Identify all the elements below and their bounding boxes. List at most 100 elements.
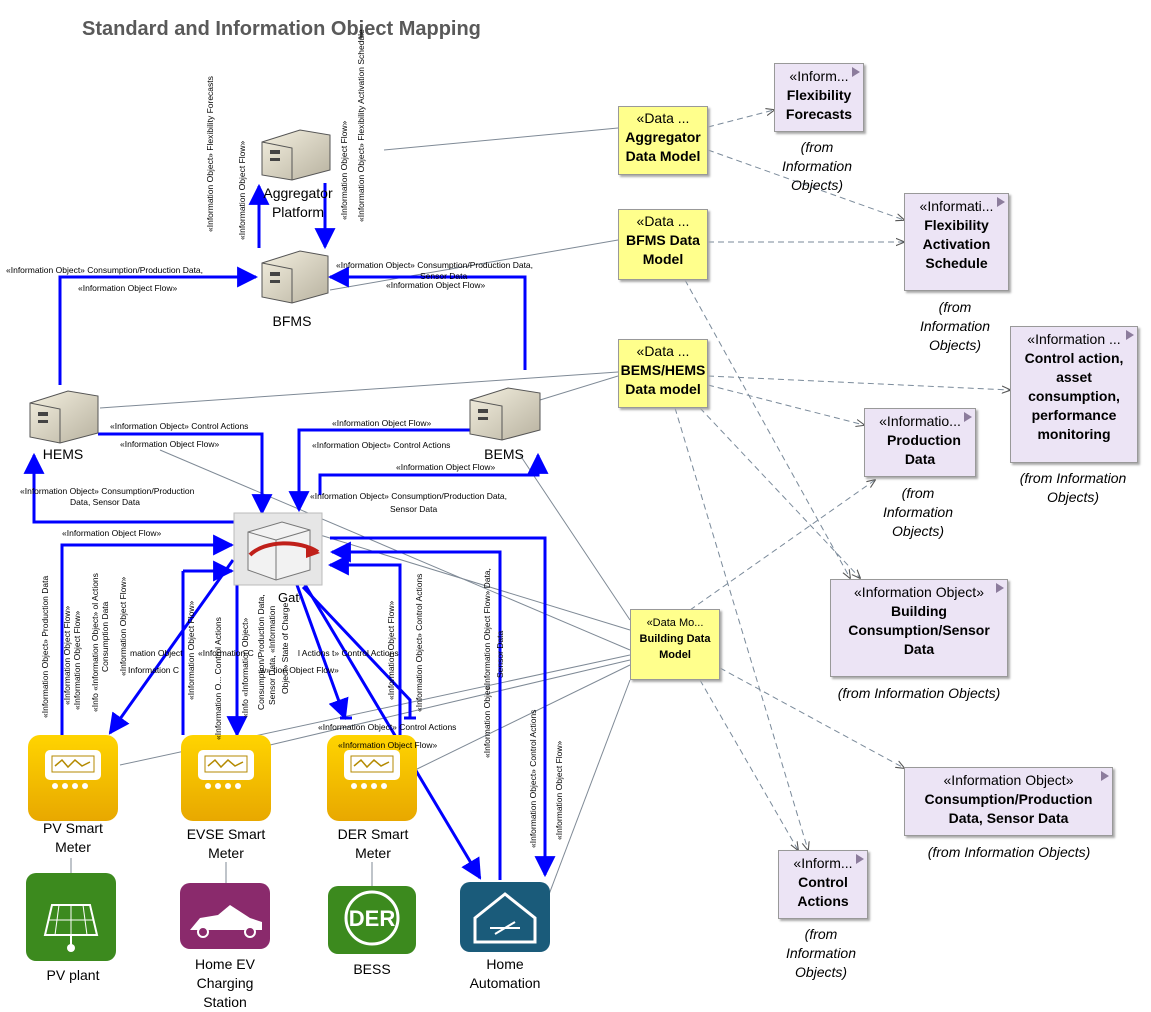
object-corner-icon	[856, 854, 864, 864]
from-label: (from Information Objects)	[781, 139, 853, 193]
flow-label: «Information Object Flow»	[120, 439, 220, 449]
flow-label: «Information Object Flow»	[72, 610, 82, 710]
from-label: (from Information Objects)	[837, 685, 1001, 701]
home-automation-label: Home Automation	[469, 956, 541, 991]
stereotype: «Data ...	[636, 213, 690, 229]
info-object-production-data[interactable]: «Informatio... Production Data	[864, 408, 976, 477]
bfms-data-model[interactable]: «Data ... BFMS Data Model	[618, 209, 708, 280]
from-label: (from Information Objects)	[927, 844, 1091, 860]
flow-label: Consumption Data	[100, 601, 110, 672]
dashed-links	[674, 110, 1010, 850]
der-meter-label: DER Smart Meter	[337, 826, 409, 861]
from-label: (from Information Objects)	[919, 299, 991, 353]
flow-label: w» tion Object Flow»	[260, 665, 339, 675]
flow-label: «Information Object» Control Actions	[318, 722, 457, 732]
flow-label: Data, Sensor Data	[70, 497, 140, 507]
info-object-consumption-production[interactable]: «Information Object» Consumption/Product…	[904, 767, 1113, 836]
object-corner-icon	[964, 412, 972, 422]
flow-label: «Information Object Flow»	[62, 605, 72, 705]
flow-label: «Information Object» Consumption/Product…	[20, 486, 195, 496]
hems-server-icon	[29, 390, 99, 444]
ev-station-icon	[180, 883, 270, 949]
object-name: Building Consumption/Sensor Data	[848, 603, 990, 657]
flow-label: Sensor Data, «Information	[267, 605, 277, 705]
evse-meter-label: EVSE Smart Meter	[186, 826, 266, 861]
bems-hems-data-model[interactable]: «Data ... BEMS/HEMS Data model	[618, 339, 708, 408]
info-object-building-consumption[interactable]: «Information Object» Building Consumptio…	[830, 579, 1008, 677]
flow-label: «Information Object» Control Actions	[528, 709, 538, 848]
object-name: Flexibility Forecasts	[785, 87, 853, 122]
flow-label: «Information Object Flow» Data,	[482, 568, 492, 690]
page-title: Standard and Information Object Mapping	[82, 18, 481, 40]
der-meter-icon	[327, 735, 417, 821]
object-corner-icon	[852, 67, 860, 77]
object-name: Flexibility Activation Schedule	[922, 217, 991, 271]
flow-label: «Information Object Flow»	[62, 528, 162, 538]
note-name: BFMS Data Model	[626, 232, 700, 267]
stereotype: «Data ...	[636, 110, 690, 126]
flow-label: «Information Object Flow»	[186, 600, 196, 700]
object-name: Control Actions	[797, 874, 849, 909]
flow-label: Sensor Data	[420, 271, 468, 281]
flow-label: «Information Object» Control Actions	[110, 421, 249, 431]
from-label: (from Information Objects)	[882, 485, 954, 539]
flow-label: «Information Object Flow»	[78, 283, 178, 293]
aggregator-data-model[interactable]: «Data ... Aggregator Data Model	[618, 106, 708, 175]
hems-label: HEMS	[42, 446, 84, 462]
bems-server-icon	[469, 387, 541, 441]
object-name: Production Data	[887, 432, 961, 467]
flow-label: Information C	[128, 665, 180, 675]
flow-label: «Information Object» Control Actions	[312, 440, 451, 450]
pv-plant-label: PV plant	[46, 967, 100, 983]
flow-label: «Information C	[198, 648, 254, 658]
flow-label: «Information Object» Flexibility Forecas…	[205, 76, 215, 232]
aggregator-server-icon	[261, 129, 331, 181]
note-name: Aggregator Data Model	[625, 129, 701, 164]
bfms-label: BFMS	[272, 313, 312, 329]
flow-label: «Information Object Flow»	[396, 462, 496, 472]
stereotype: «Data Mo...	[646, 617, 704, 629]
flow-label: «Information Object Flow»	[118, 576, 128, 676]
bess-icon: DER	[328, 886, 416, 954]
flow-label: Sensor Data	[390, 504, 438, 514]
note-name: BEMS/HEMS Data model	[620, 362, 706, 397]
object-corner-icon	[1101, 771, 1109, 781]
flow-label: «Information Object» Flexibility Activat…	[356, 29, 366, 222]
aggregator-label: Aggregator Platform	[263, 185, 333, 220]
note-name: Building Data Model	[639, 633, 711, 661]
flow-label: «Information Object» Consumption/Product…	[310, 491, 508, 501]
info-object-flexibility-forecasts[interactable]: «Inform... Flexibility Forecasts	[774, 63, 864, 132]
gateway-icon	[233, 512, 323, 586]
stereotype: «Inform...	[789, 68, 849, 84]
building-data-model[interactable]: «Data Mo... Building Data Model	[630, 609, 720, 680]
flow-label: «Information Object Flow»	[339, 120, 349, 220]
bems-label: BEMS	[484, 446, 524, 462]
stereotype: «Inform...	[793, 855, 853, 871]
stereotype: «Information Object»	[854, 584, 984, 600]
info-object-control-asset[interactable]: «Information ... Control action, asset c…	[1010, 326, 1138, 463]
object-corner-icon	[996, 583, 1004, 593]
object-corner-icon	[997, 197, 1005, 207]
pv-meter-label: PV Smart Meter	[43, 820, 103, 855]
flow-label: «Information Object» Production Data	[40, 575, 50, 718]
stereotype: «Data ...	[636, 343, 690, 359]
flow-label: Sensor Data	[495, 630, 505, 678]
gateway-label: Gateway	[278, 590, 300, 605]
pv-meter-icon	[28, 735, 118, 821]
info-object-control-actions[interactable]: «Inform... Control Actions	[778, 850, 868, 919]
flow-label: «Information Object» Consumption/Product…	[6, 265, 204, 275]
bfms-server-icon	[261, 250, 329, 304]
flow-label: «Info «Information Object» ol Actions	[90, 573, 100, 712]
flow-label: «Information Object Flow»	[386, 280, 486, 290]
flow-arrows	[23, 183, 556, 880]
object-name: Control action, asset consumption, perfo…	[1024, 350, 1124, 442]
object-name: Consumption/Production Data, Sensor Data	[924, 791, 1093, 826]
flow-label: «Information Objec	[482, 686, 492, 758]
info-object-flexibility-activation[interactable]: «Informati... Flexibility Activation Sch…	[904, 193, 1009, 291]
stereotype: «Information ...	[1027, 331, 1121, 347]
flow-label: «Information Object Flow»	[554, 740, 564, 840]
stereotype: «Informati...	[919, 198, 994, 214]
flow-label: l Actions t» Control Actions	[298, 648, 399, 658]
flow-label: «Information Object Flow»	[237, 140, 247, 240]
